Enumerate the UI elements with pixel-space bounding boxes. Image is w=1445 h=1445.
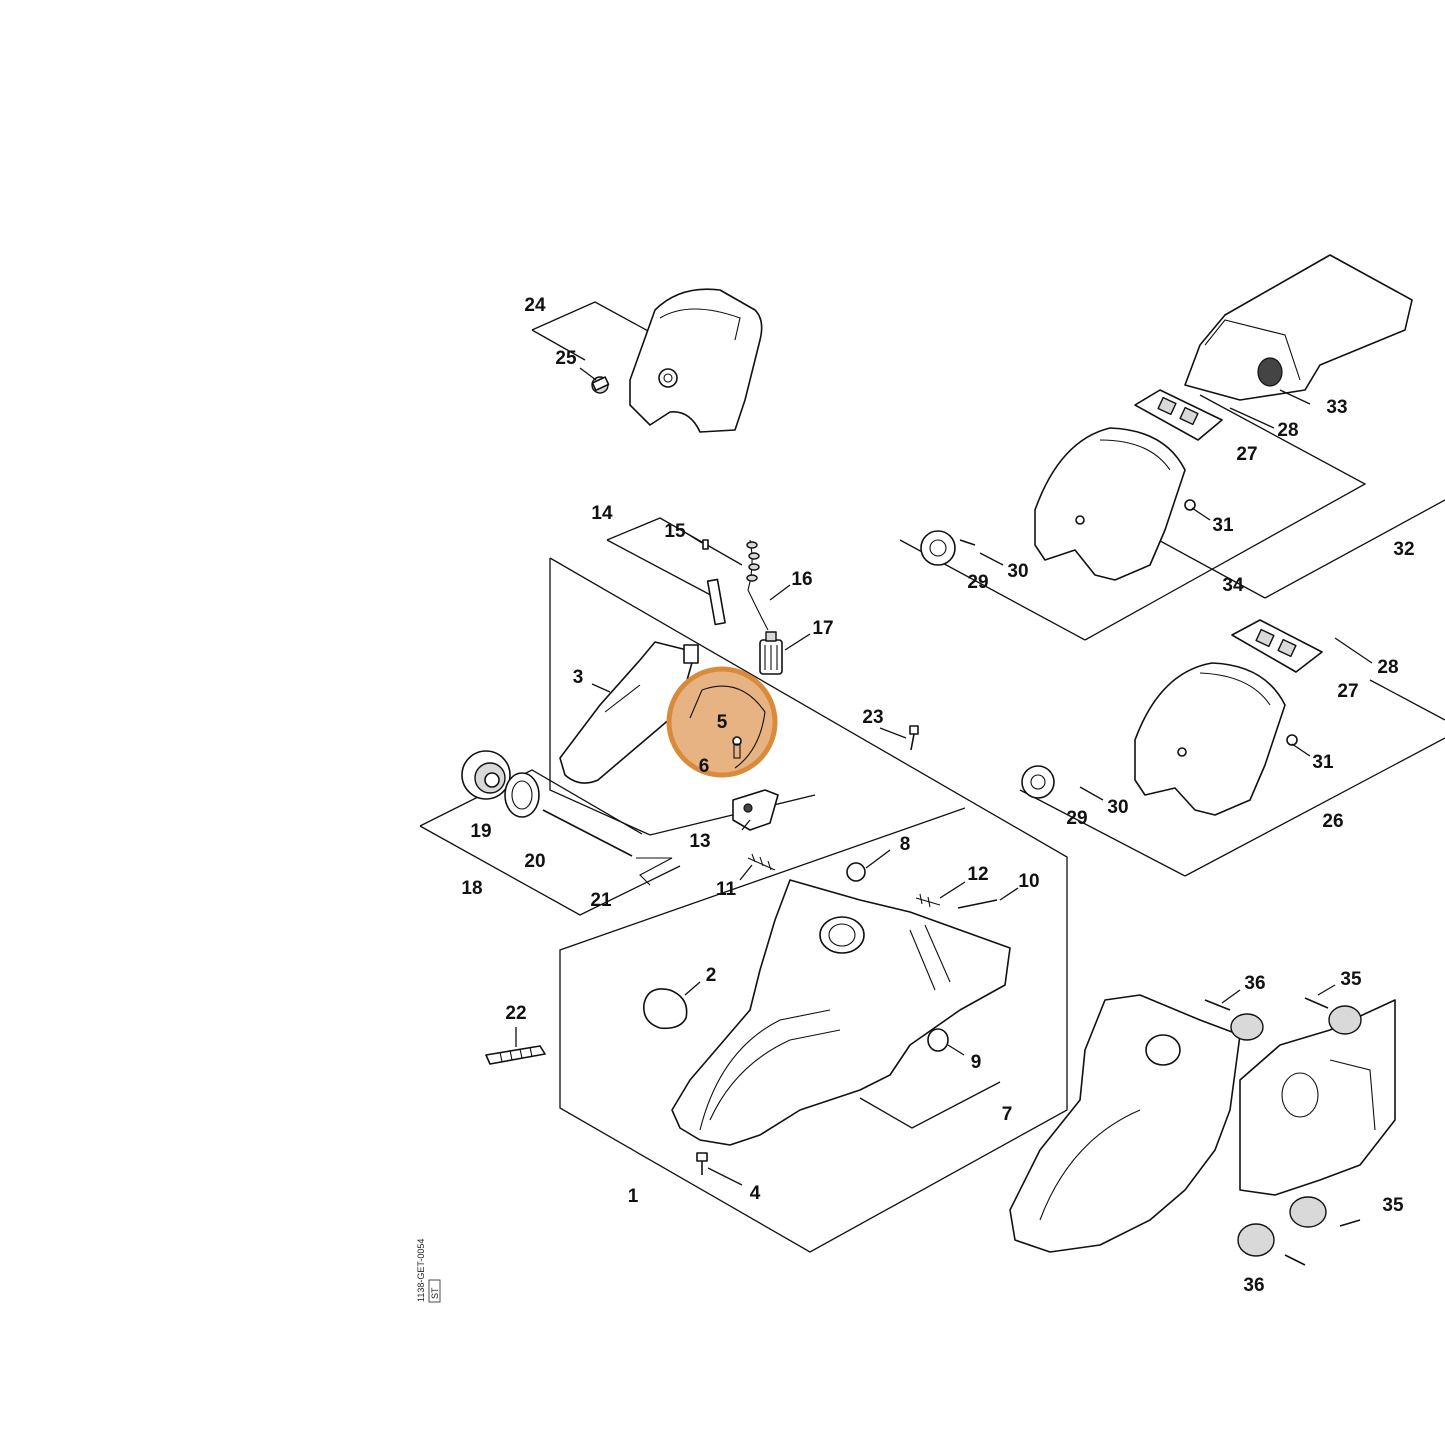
callout-11: 11: [716, 879, 737, 900]
callout-1: 1: [628, 1186, 639, 1207]
part-13-clip: [732, 789, 779, 831]
callout-2: 2: [706, 965, 717, 986]
callout-16: 16: [791, 569, 812, 590]
part-35-damper-upper: [1304, 997, 1362, 1035]
callout-27-upper: 27: [1236, 444, 1257, 465]
part-36-damper-lower: [1237, 1223, 1306, 1266]
part-33-top-cover: [1184, 254, 1413, 401]
part-36-damper-upper: [1204, 999, 1264, 1041]
leader-lines: [515, 367, 1373, 1186]
part-16-chain: [746, 539, 769, 631]
callout-31-lower: 31: [1312, 752, 1334, 773]
callout-5: 5: [717, 712, 728, 733]
callout-36-upper: 36: [1244, 973, 1265, 994]
drawing-code-badge: ST: [430, 1287, 440, 1299]
part-11-spring: [747, 853, 776, 871]
callout-34: 34: [1222, 575, 1244, 596]
part-20-rod: [542, 809, 633, 857]
drawing-code-block: 1138-GET-0054 ST: [416, 1239, 441, 1303]
callout-4: 4: [750, 1183, 761, 1204]
housing-lower-right: [1009, 994, 1396, 1253]
callout-32: 32: [1393, 539, 1414, 560]
callout-21: 21: [590, 890, 612, 911]
callout-19: 19: [470, 821, 491, 842]
callout-13: 13: [689, 831, 710, 852]
part-1-housing: [671, 879, 1011, 1146]
part-31-screw-upper: [1184, 499, 1196, 511]
callout-27-lower: 27: [1337, 681, 1358, 702]
part-2-gasket: [643, 988, 688, 1030]
part-23-screw: [909, 725, 919, 751]
part-9-plug: [927, 1028, 949, 1052]
part-27-filter-lower: [1231, 619, 1323, 673]
callout-18: 18: [461, 878, 482, 899]
callout-25: 25: [555, 348, 577, 369]
callout-23: 23: [862, 707, 883, 728]
part-29-knob-lower: [1021, 765, 1055, 799]
callout-labels: 1 2 3 4 5 6 7 8 9 10 11 12 13 14 15 16 1…: [461, 295, 1414, 1296]
part-3-guide: [559, 641, 699, 784]
part-24-shroud: [629, 288, 763, 433]
part-26-cover-lower: [1134, 662, 1286, 816]
callout-6: 6: [699, 756, 710, 777]
part-20-washer: [504, 772, 540, 818]
part-35-damper-lower: [1289, 1196, 1361, 1228]
part-25-screw: [591, 376, 610, 394]
callout-30-upper: 30: [1007, 561, 1028, 582]
part-15-pin: [702, 539, 709, 550]
callout-17: 17: [812, 618, 833, 639]
part-21-spring-clip: [636, 857, 673, 886]
callout-29-lower: 29: [1066, 808, 1087, 829]
callout-31-upper: 31: [1212, 515, 1234, 536]
callout-28-lower: 28: [1377, 657, 1398, 678]
callout-3: 3: [573, 667, 584, 688]
part-5-highlight: [666, 666, 778, 778]
part-34-cover-upper: [1034, 427, 1186, 581]
drawing-code: 1138-GET-0054: [416, 1239, 426, 1302]
callout-22: 22: [505, 1003, 526, 1024]
callout-7: 7: [1002, 1104, 1013, 1125]
callout-33: 33: [1326, 397, 1347, 418]
part-4-screw: [696, 1152, 708, 1175]
part-12-spring: [915, 893, 941, 908]
callout-30-lower: 30: [1107, 797, 1128, 818]
callout-36-lower: 36: [1243, 1275, 1264, 1296]
callout-15: 15: [664, 521, 686, 542]
callout-28-upper: 28: [1277, 420, 1298, 441]
callout-29-upper: 29: [967, 572, 988, 593]
callout-12: 12: [967, 864, 988, 885]
callout-10: 10: [1018, 871, 1039, 892]
part-22-insert: [485, 1045, 546, 1065]
callout-35-upper: 35: [1340, 969, 1362, 990]
part-10-screw: [957, 899, 998, 909]
part-14-tube: [706, 578, 726, 626]
part-19-wheel: [461, 750, 511, 800]
callout-8: 8: [900, 834, 911, 855]
callout-20: 20: [524, 851, 545, 872]
callout-26: 26: [1322, 811, 1343, 832]
callout-14: 14: [591, 503, 613, 524]
part-29-knob-upper: [920, 530, 976, 566]
part-8-nut: [846, 862, 866, 882]
callout-35-lower: 35: [1382, 1195, 1404, 1216]
callout-24: 24: [524, 295, 546, 316]
callout-9: 9: [971, 1052, 982, 1073]
part-31-screw-lower: [1286, 734, 1298, 746]
part-17-fuel-filter: [759, 631, 783, 675]
part-27-filter-upper: [1134, 389, 1223, 441]
